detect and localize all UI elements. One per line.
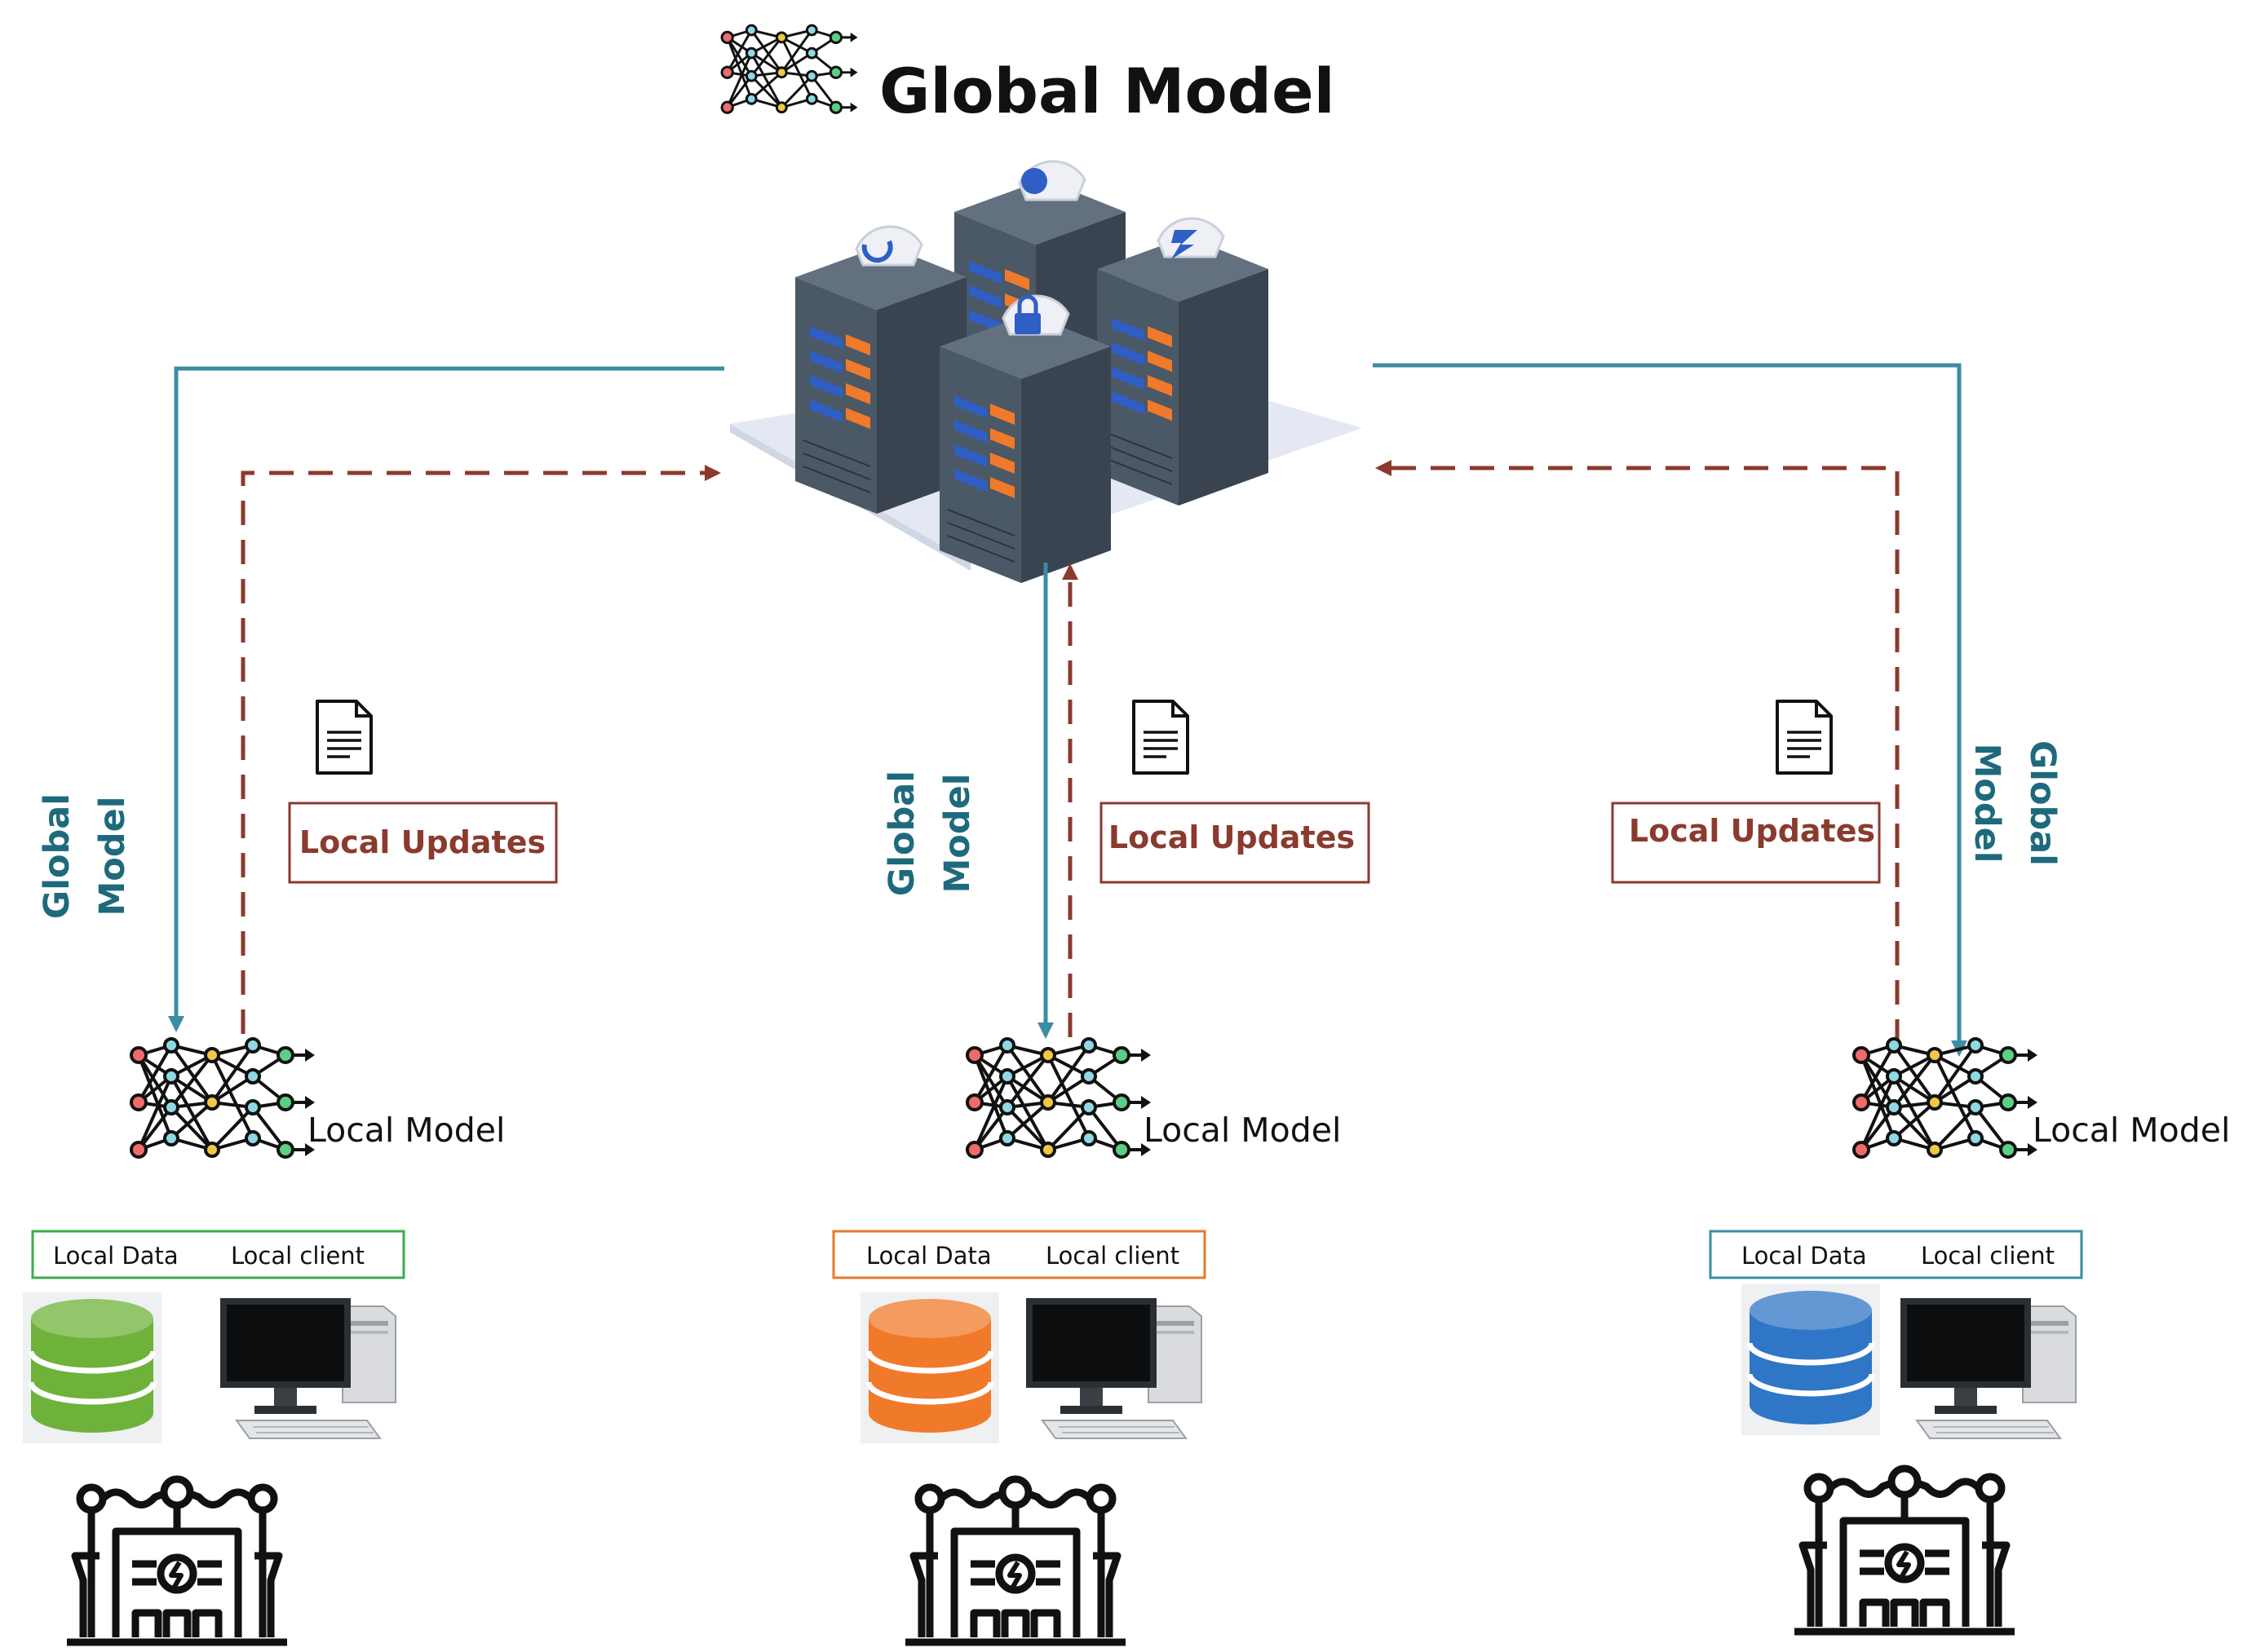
database-icon	[1741, 1284, 1880, 1435]
local-updates-box-1: Local Updates	[288, 802, 558, 884]
svg-text:Local Data: Local Data	[1741, 1242, 1867, 1270]
svg-text:Global: Global	[2022, 740, 2063, 866]
global-model-arrow-1	[168, 366, 724, 1032]
neural-network-icon	[130, 1037, 316, 1159]
svg-text:Local client: Local client	[1921, 1242, 2055, 1270]
global-model-title: Global Model	[879, 55, 1335, 127]
desktop-computer-icon	[219, 1297, 396, 1439]
document-icon	[316, 700, 373, 775]
power-plant-icon	[67, 1479, 287, 1642]
client-label-bar-2: Local Data Local client	[832, 1230, 1206, 1279]
local-model-2: Local Model	[966, 1037, 1341, 1159]
client-label-bar-1: Local Data Local client	[31, 1230, 405, 1279]
global-model-icon	[720, 24, 860, 114]
global-model-label-2: Global Model	[882, 771, 978, 896]
global-model-label-3: Global Model	[1966, 740, 2063, 866]
client-label-bar-3: Local Data Local client	[1709, 1230, 2083, 1279]
svg-text:Local Updates: Local Updates	[1108, 819, 1355, 855]
svg-text:Local client: Local client	[1046, 1242, 1179, 1270]
svg-text:Local Model: Local Model	[1144, 1111, 1341, 1150]
svg-text:Model: Model	[1966, 743, 2007, 863]
svg-text:Local Updates: Local Updates	[299, 824, 546, 860]
local-updates-box-2: Local Updates	[1099, 802, 1370, 884]
svg-text:Local Model: Local Model	[2033, 1111, 2230, 1150]
svg-text:Global: Global	[882, 771, 922, 896]
svg-text:Local Updates: Local Updates	[1629, 813, 1875, 849]
local-model-1: Local Model	[130, 1037, 505, 1159]
document-icon	[1132, 700, 1189, 775]
global-model-label-1: Global Model	[37, 793, 133, 919]
document-icon	[1776, 700, 1833, 775]
local-model-3: Local Model	[1852, 1037, 2230, 1159]
server-cluster-icon	[730, 160, 1362, 584]
desktop-computer-icon	[1900, 1297, 2077, 1439]
svg-text:Local Data: Local Data	[866, 1242, 992, 1270]
global-model-arrow-3	[1373, 363, 1967, 1057]
svg-text:Global: Global	[37, 793, 77, 919]
svg-text:Model: Model	[92, 796, 133, 916]
local-updates-arrow-1	[241, 465, 721, 1034]
local-updates-box-3: Local Updates	[1611, 802, 1881, 884]
svg-text:Local Model: Local Model	[307, 1111, 505, 1150]
svg-text:Local client: Local client	[231, 1242, 365, 1270]
database-icon	[860, 1292, 999, 1443]
database-icon	[23, 1292, 161, 1443]
svg-text:Model: Model	[937, 773, 978, 893]
svg-text:Local Data: Local Data	[53, 1242, 179, 1270]
power-plant-icon	[1794, 1469, 2015, 1632]
power-plant-icon	[905, 1479, 1126, 1642]
local-updates-arrow-3	[1375, 460, 1900, 1044]
neural-network-icon	[966, 1037, 1152, 1159]
neural-network-icon	[1852, 1037, 2039, 1159]
desktop-computer-icon	[1025, 1297, 1202, 1439]
